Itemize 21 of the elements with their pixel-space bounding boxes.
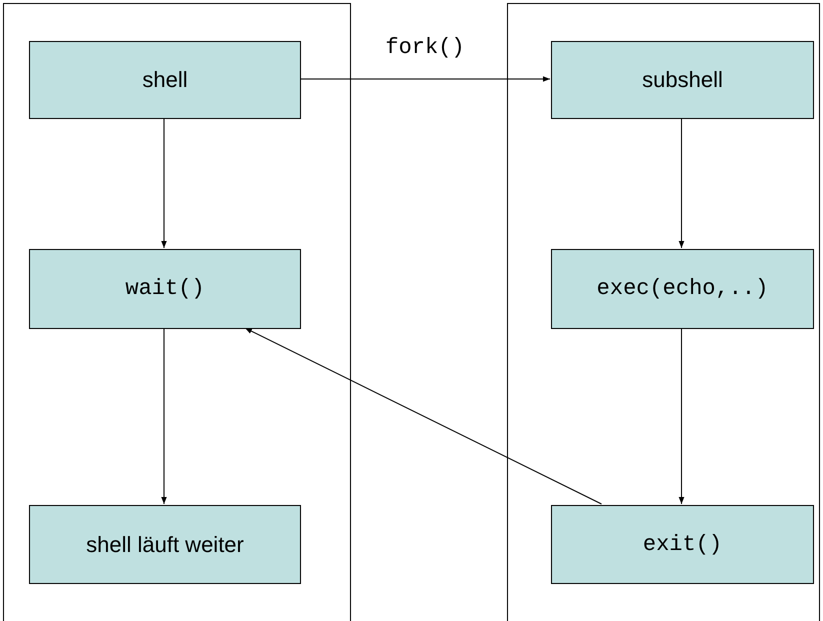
arrow — [300, 76, 550, 82]
node-label: wait() — [125, 276, 205, 302]
node-label: shell — [142, 67, 188, 93]
node-label: exit() — [642, 532, 722, 558]
process-box — [551, 41, 814, 119]
swimlane-panel — [507, 3, 820, 621]
node-label: shell läuft weiter — [86, 532, 244, 558]
process-box — [29, 249, 301, 329]
process-box — [551, 249, 814, 329]
process-box — [551, 505, 814, 584]
edge-label: fork() — [385, 35, 465, 61]
arrow — [161, 328, 167, 504]
process-box — [29, 41, 301, 119]
arrow — [244, 328, 602, 504]
swimlane-panel — [3, 3, 351, 621]
node-label: subshell — [642, 67, 723, 93]
process-box — [29, 505, 301, 584]
node-label: exec(echo,..) — [596, 276, 768, 302]
arrow — [678, 118, 684, 248]
arrow — [678, 328, 684, 504]
arrow — [161, 118, 167, 248]
